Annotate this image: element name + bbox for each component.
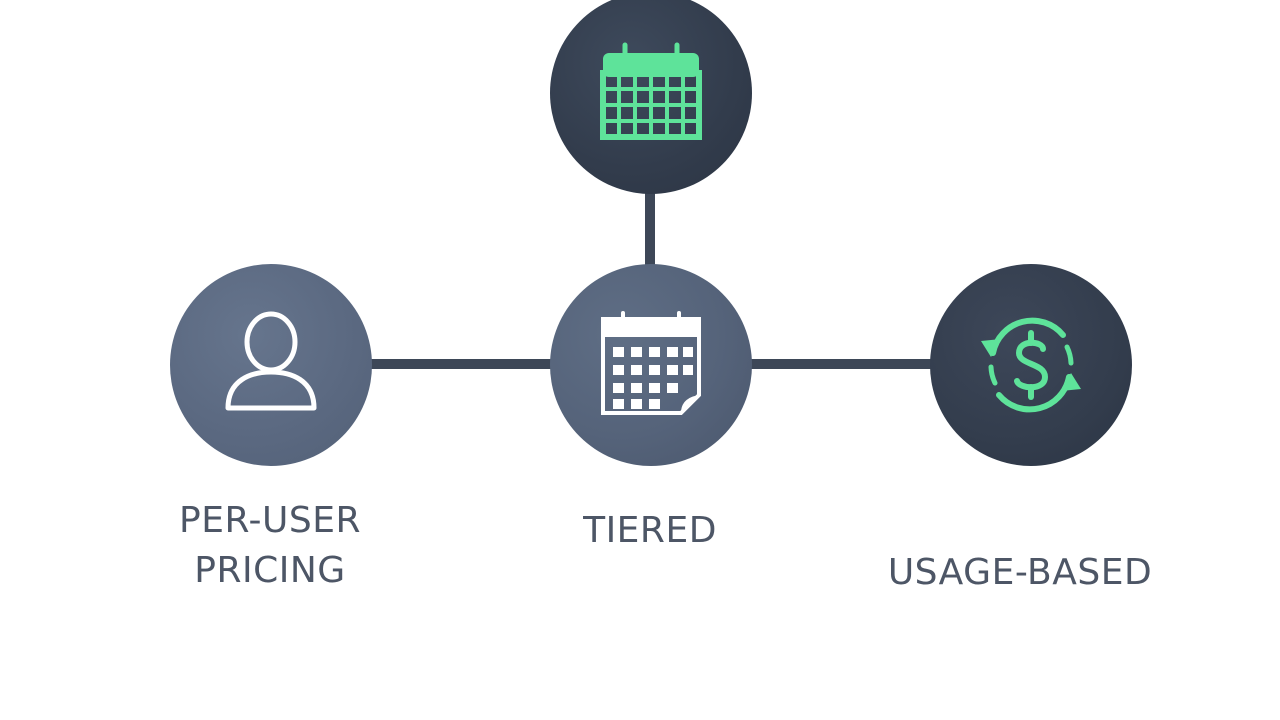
- connector-left-center: [368, 359, 554, 369]
- node-top: [550, 0, 752, 194]
- label-tiered: TIERED: [583, 510, 717, 551]
- node-usage-based: [930, 264, 1132, 466]
- label-usage-based: USAGE-BASED: [887, 552, 1153, 593]
- label-per-user-pricing: PER-USER PRICING: [120, 496, 420, 596]
- connector-top-center: [645, 190, 655, 270]
- calendar-icon: [600, 42, 702, 140]
- node-per-user: [170, 264, 372, 466]
- connector-center-right: [748, 359, 934, 369]
- label-line: PRICING: [194, 550, 346, 591]
- user-icon: [225, 311, 317, 411]
- calendar-icon: [601, 311, 701, 415]
- label-line: PER-USER: [179, 500, 361, 541]
- dollar-refresh-icon: [981, 317, 1081, 413]
- node-tiered: [550, 264, 752, 466]
